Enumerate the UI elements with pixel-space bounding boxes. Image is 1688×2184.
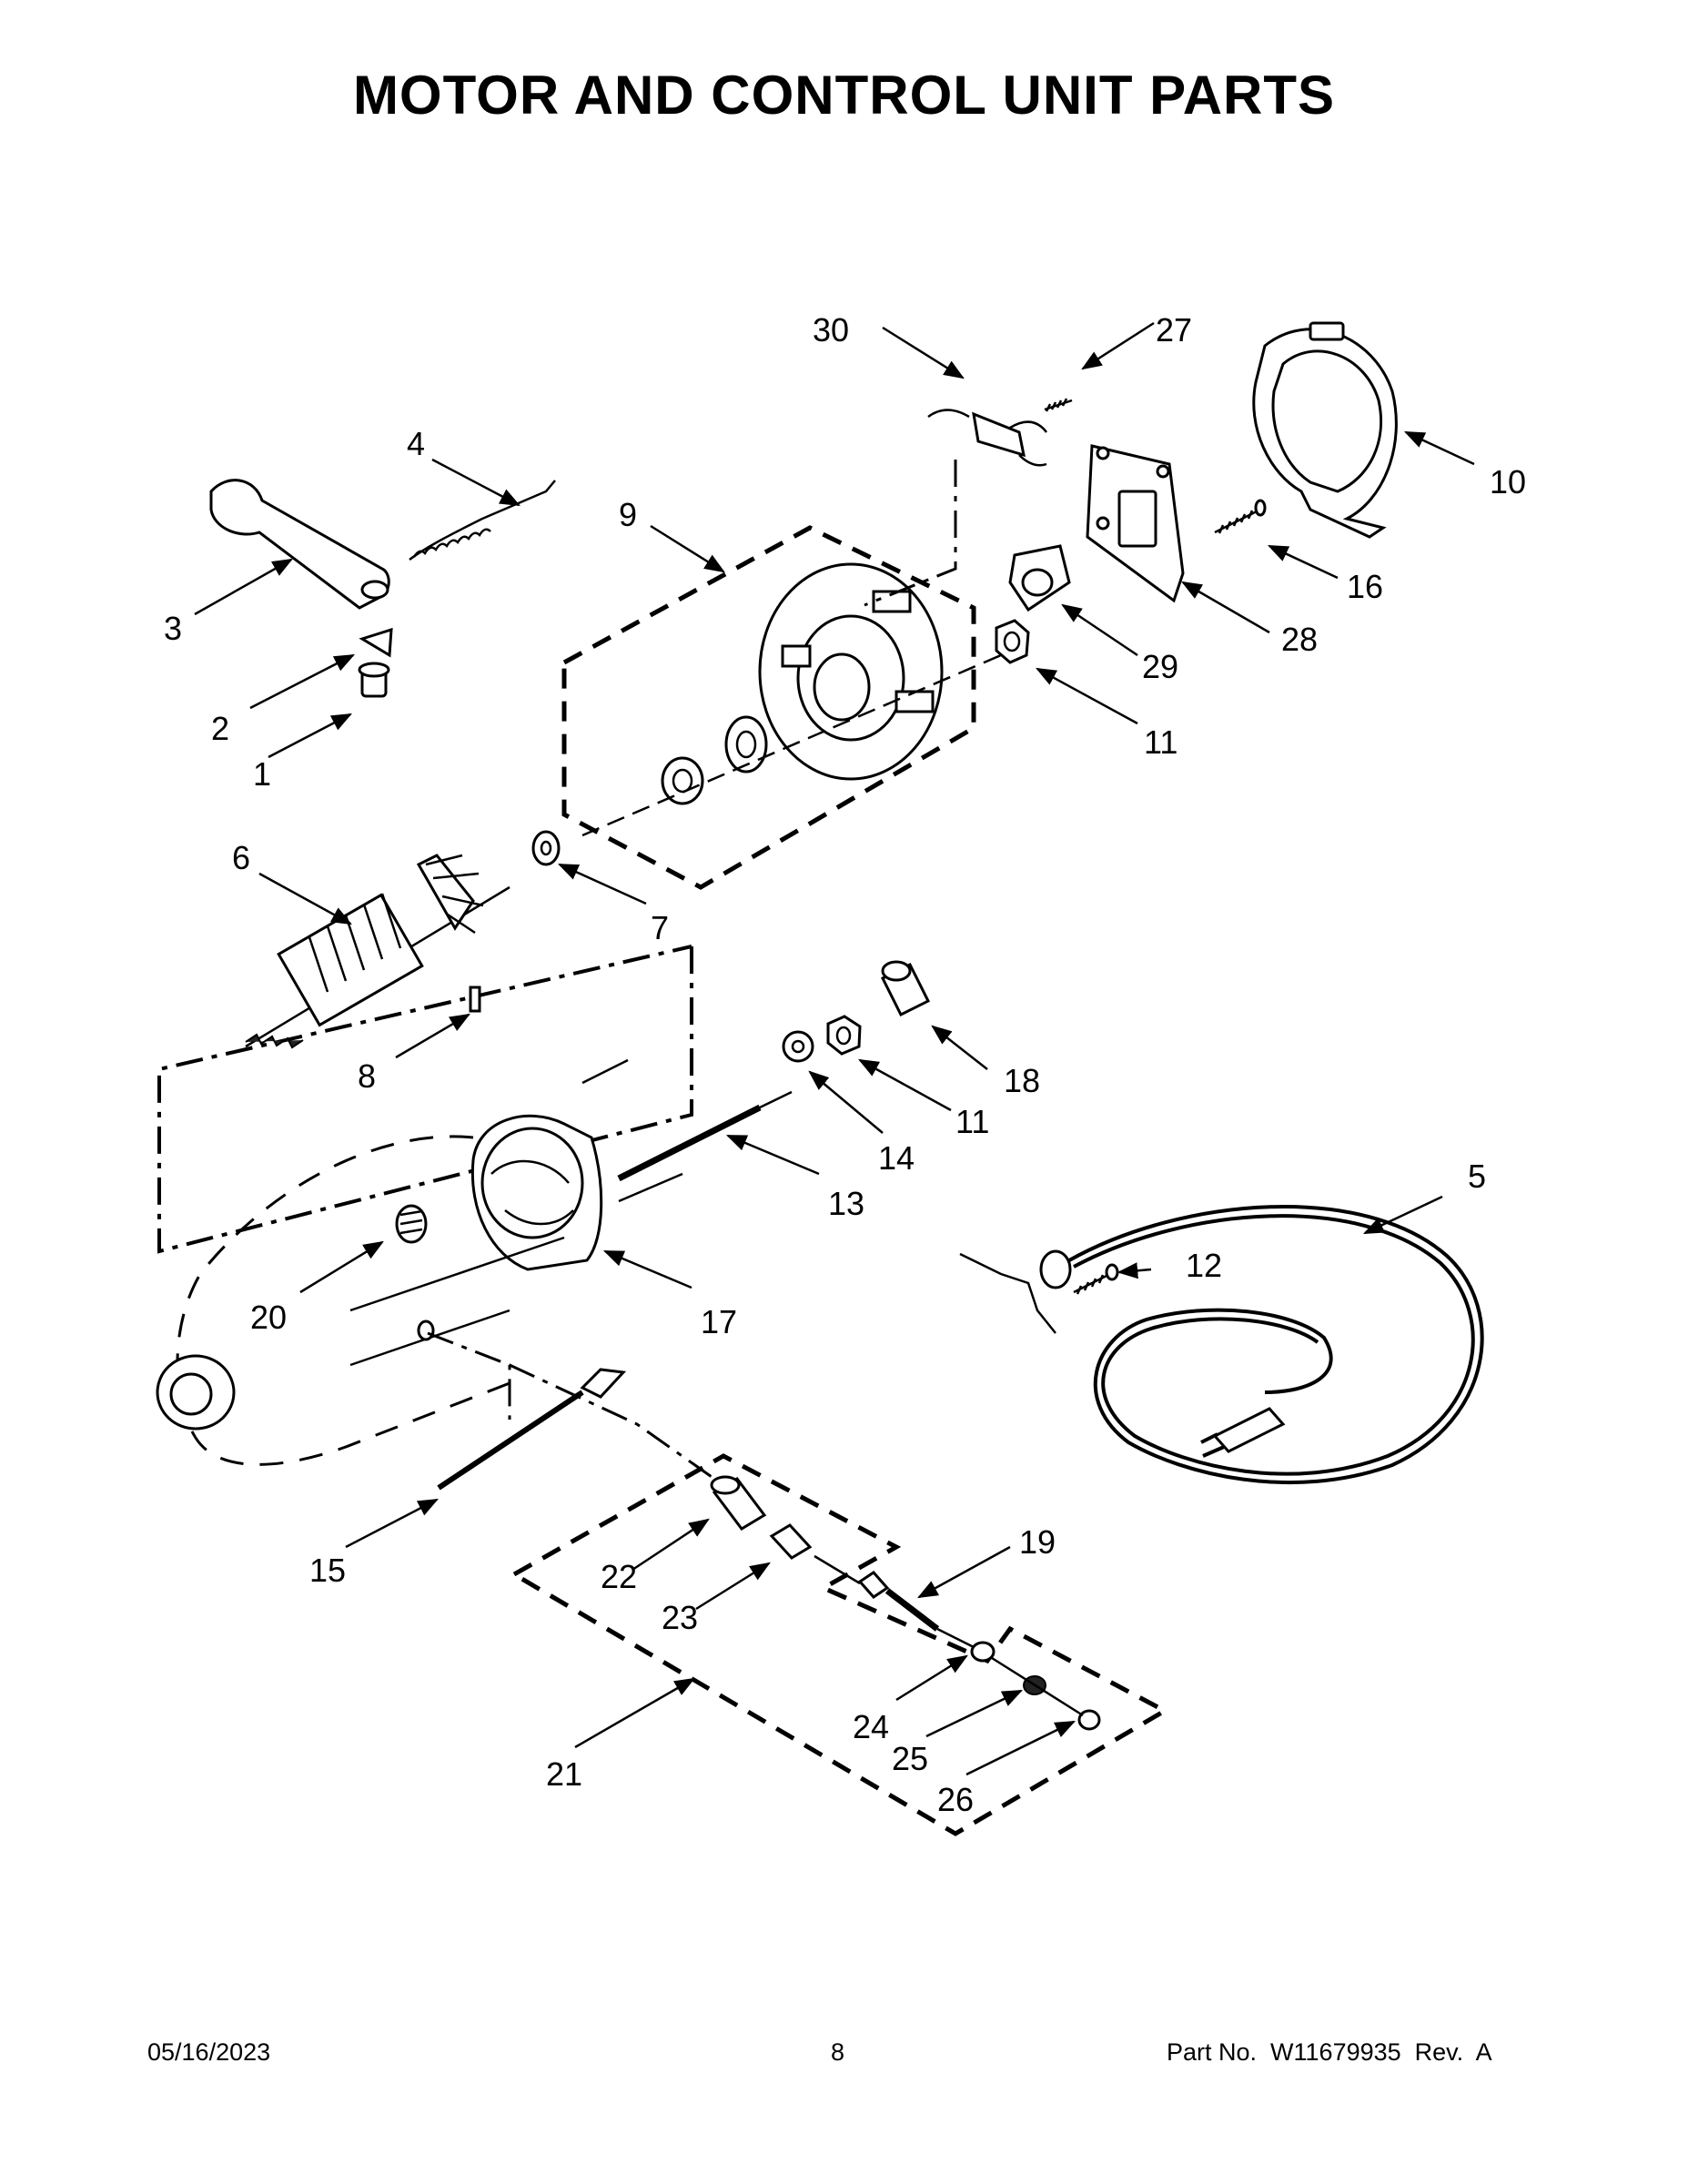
part-13-rod [617,1090,793,1182]
part-11-nut-lower [826,1015,862,1056]
part-28-control-board [1086,444,1185,603]
part-8-pin [469,986,481,1013]
callout-5: 5 [1468,1158,1486,1195]
part-12-screw [1073,1263,1119,1295]
part-15-lever-rod [437,1368,627,1491]
part-19-screw-rod [857,1571,940,1632]
callout-11-lower: 11 [955,1103,989,1140]
part-20-set-screw [395,1204,428,1244]
callout-14: 14 [878,1139,915,1177]
callout-26: 26 [937,1781,974,1818]
motor-housing-outline [157,945,693,1254]
callout-13: 13 [828,1185,864,1222]
callout-8: 8 [358,1057,376,1095]
part-4-spring [409,480,556,561]
part-9-housing [661,562,944,805]
part-11-nut-upper [995,619,1030,664]
part-1-screw [358,662,390,698]
part-10-cover [1252,321,1398,539]
callout-3: 3 [164,610,182,647]
part-3-lever [209,479,390,610]
page-title: MOTOR AND CONTROL UNIT PARTS [352,65,1336,126]
callout-20: 20 [250,1299,287,1336]
callout-25: 25 [892,1740,928,1777]
housing-axis [581,653,1002,837]
part-6-armature [245,854,510,1049]
callout-28: 28 [1281,621,1318,658]
callout-9: 9 [619,496,637,533]
callout-24: 24 [853,1708,889,1745]
part-22-sleeve [710,1475,767,1531]
gear-housing-assembly-outline [561,525,976,890]
callout-27: 27 [1156,311,1192,349]
callout-7: 7 [651,909,669,946]
part-16-screw [1214,499,1267,534]
part-17-field [349,1058,683,1367]
callout-19: 19 [1019,1523,1056,1561]
part-30-connector [927,409,1047,467]
callout-21: 21 [546,1755,582,1793]
part-23-coupling [769,1523,813,1560]
callout-11-upper: 11 [1144,723,1178,761]
callout-6: 6 [232,839,250,876]
footer-date: 05/16/2023 [147,2038,271,2066]
part-24-bushing [970,1641,996,1663]
part-5-power-cord [959,1205,1484,1485]
callout-16: 16 [1347,568,1383,605]
callout-22: 22 [601,1558,637,1595]
callout-30: 30 [813,311,849,349]
callout-17: 17 [701,1303,737,1340]
leader-lines [194,321,1475,1776]
footer-page-number: 8 [831,2038,845,2066]
callout-10: 10 [1490,463,1526,500]
callout-18: 18 [1004,1062,1040,1099]
callout-2: 2 [211,710,229,747]
part-18-bushing [880,960,931,1017]
callout-12: 12 [1186,1247,1222,1284]
callout-29: 29 [1142,648,1178,685]
part-27-screw [1044,398,1073,412]
callout-4: 4 [407,425,425,462]
speed-control-assembly-outline [509,1453,1170,1836]
callout-1: 1 [253,755,271,793]
footer-part-number: Part No. W11679935 Rev. A [1167,2038,1492,2066]
callout-15: 15 [309,1552,346,1589]
motor-housing-phantom [176,1135,510,1466]
part-2-washer [359,627,393,658]
part-26-knob [1077,1709,1101,1731]
part-29-switch [1008,544,1071,612]
motor-nose-inner [169,1372,213,1416]
callout-23: 23 [662,1599,698,1636]
part-7-washer [531,830,561,866]
part-14-star-washer [782,1030,814,1063]
